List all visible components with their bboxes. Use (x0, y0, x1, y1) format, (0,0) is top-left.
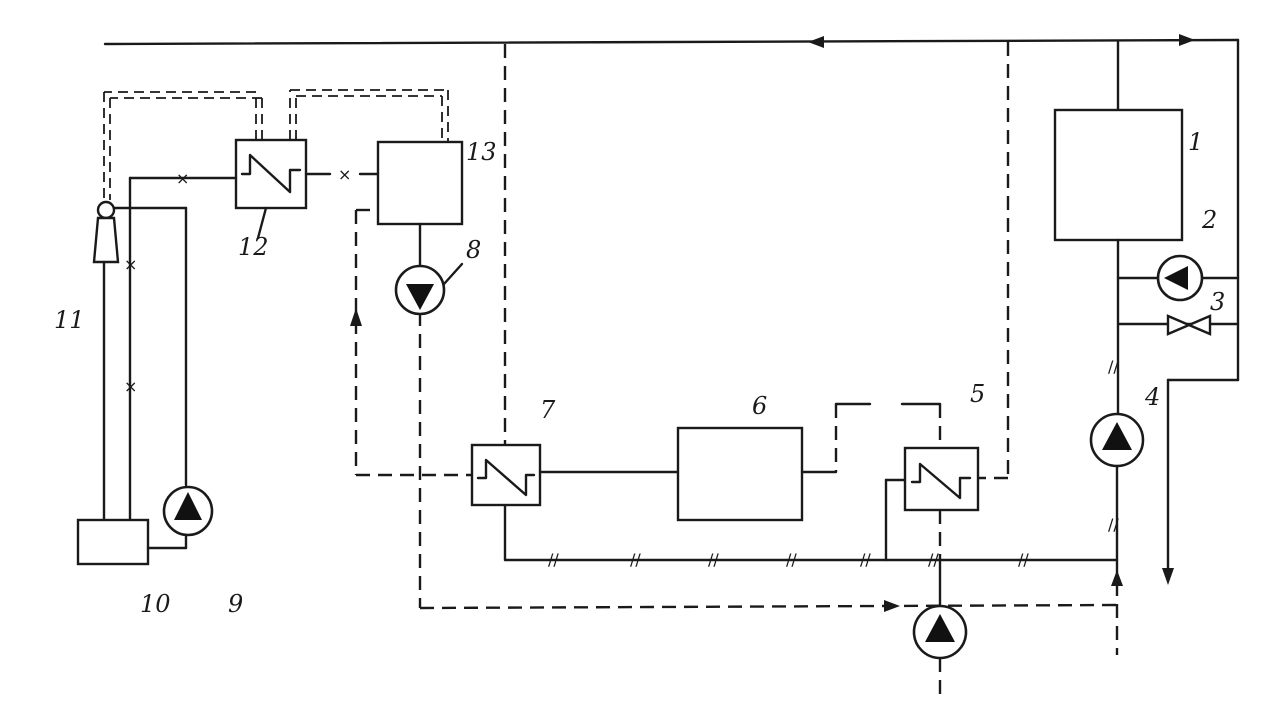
unit-13-group: 13 8 (376, 138, 497, 316)
cross-mark: × (338, 165, 351, 184)
label-7: 7 (540, 396, 556, 424)
unit-6-group: 6 (676, 392, 872, 522)
double-slash-mark: // (1108, 515, 1119, 534)
ejector-11-body (92, 216, 120, 264)
unit-13-box (376, 140, 464, 226)
label-6: 6 (752, 392, 767, 420)
cross-mark: × (124, 377, 137, 396)
left-section: 11 × × × 10 9 (54, 169, 243, 618)
heat-exchanger-5-group: 5 (884, 380, 985, 560)
arrow-up-icon (350, 308, 362, 326)
double-slash-mark: // (630, 550, 641, 569)
unit-10-box (76, 518, 150, 566)
valve-3-icon (1166, 314, 1212, 336)
double-slash-mark: // (708, 550, 719, 569)
label-4: 4 (1144, 383, 1160, 411)
dashed-verticals (503, 42, 1010, 480)
unit-1-group: 1 2 3 // (1053, 40, 1240, 442)
double-slash-mark: // (1018, 550, 1029, 569)
label-12: 12 (238, 233, 269, 261)
ejector-11-head (96, 200, 116, 220)
label-9: 9 (228, 590, 243, 618)
label-10: 10 (140, 590, 171, 618)
unit-6-box (676, 426, 804, 522)
arrow-up-icon (1111, 570, 1123, 586)
pump-4-group: 4 // (1089, 383, 1160, 655)
label-8: 8 (466, 236, 481, 264)
double-slash-mark: // (786, 550, 797, 569)
arrow-right-icon (1179, 34, 1195, 46)
label-3: 3 (1210, 288, 1225, 316)
arrow-left-icon (808, 36, 824, 48)
cross-mark: × (124, 255, 137, 274)
arrow-right-icon (884, 600, 900, 612)
label-13: 13 (466, 138, 497, 166)
heat-exchanger-7-group: 7 (350, 208, 680, 507)
heat-exchanger-12-group: 12 × (103, 89, 449, 261)
double-slash-mark: // (1108, 357, 1119, 376)
unit-1-box (1053, 108, 1184, 242)
cross-mark: × (176, 169, 189, 188)
bottom-solid-line: // // // // // // // (503, 478, 1119, 569)
bottom-pump-group (912, 558, 968, 695)
label-5: 5 (970, 380, 985, 408)
label-1: 1 (1188, 128, 1203, 156)
double-slash-mark: // (928, 550, 939, 569)
double-slash-mark: // (860, 550, 871, 569)
double-slash-mark: // (548, 550, 559, 569)
arrow-down-icon (1162, 568, 1174, 585)
label-11: 11 (54, 306, 85, 334)
label-2: 2 (1201, 206, 1217, 234)
bottom-dashed-line (418, 312, 1118, 612)
